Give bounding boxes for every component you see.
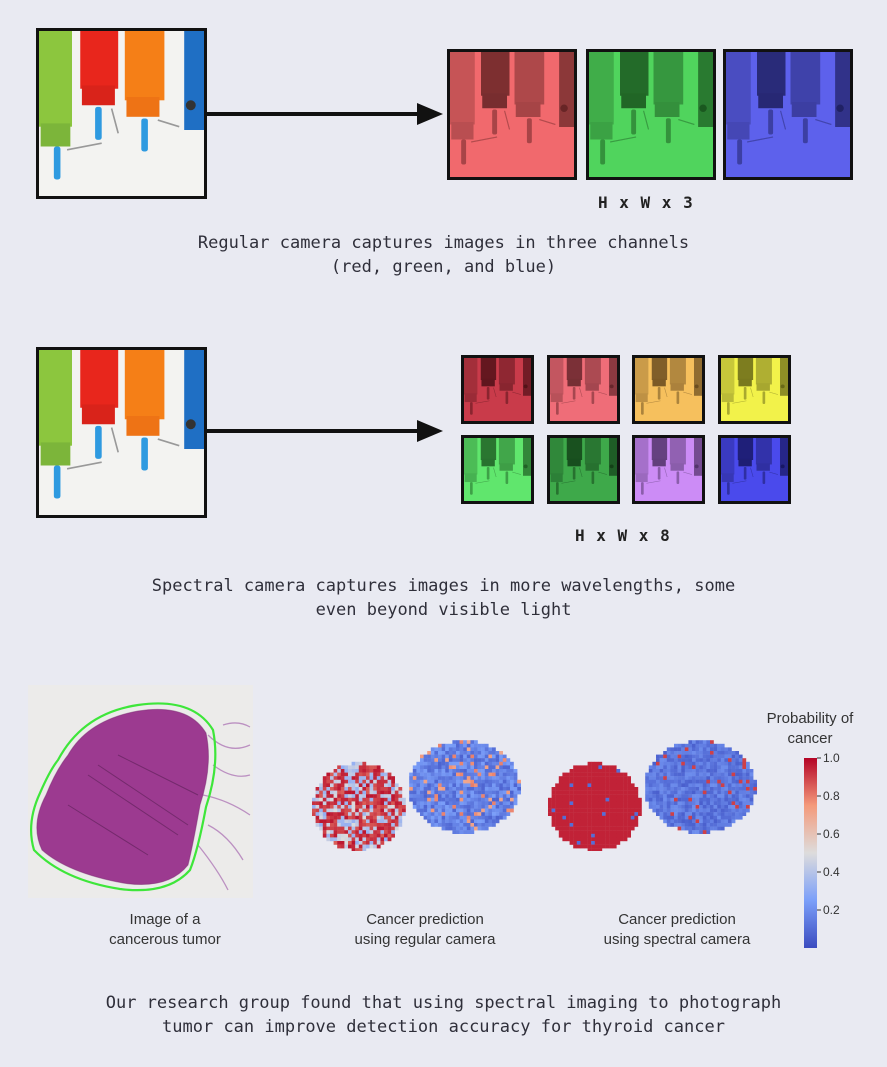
tumor-caption: Image of a cancerous tumor	[109, 911, 221, 948]
source-photo-2	[36, 347, 207, 518]
colorbar-tick-label: 0.4	[823, 865, 840, 879]
source-photo-1	[36, 28, 207, 199]
spectral-prediction-map	[548, 740, 757, 851]
colorbar-tick-label: 0.2	[823, 903, 840, 917]
spectral-channel-4	[718, 355, 791, 424]
spectral-channel-5	[461, 435, 534, 504]
spectral-channel-3	[632, 355, 705, 424]
colorbar-gradient	[804, 758, 817, 948]
probability-colorbar: 1.0 0.8 0.6 0.4 0.2	[804, 752, 840, 948]
footer-caption: Our research group found that using spec…	[105, 993, 782, 1037]
arrow-2	[205, 420, 443, 442]
colorbar-title: Probability of cancer	[766, 710, 854, 747]
rgb-channel-green	[586, 49, 716, 180]
spectral-prediction-caption: Cancer prediction using spectral camera	[603, 911, 751, 948]
spectral-channel-2	[547, 355, 620, 424]
spectral-channel-6	[547, 435, 620, 504]
spectral-dimension-label: H x W x 8	[575, 526, 671, 545]
regular-prediction-map	[312, 740, 521, 851]
colorbar-tick-label: 1.0	[823, 752, 840, 765]
colorbar-tick-label: 0.6	[823, 827, 840, 841]
rgb-channel-red	[447, 49, 577, 180]
spectral-channel-7	[632, 435, 705, 504]
colorbar-tick-label: 0.8	[823, 789, 840, 803]
spectral-channel-8	[718, 435, 791, 504]
spectral-camera-caption: Spectral camera captures images in more …	[151, 576, 736, 620]
rgb-dimension-label: H x W x 3	[598, 193, 694, 212]
tumor-image	[28, 685, 253, 898]
spectral-channel-1	[461, 355, 534, 424]
rgb-channel-blue	[723, 49, 853, 180]
regular-camera-caption: Regular camera captures images in three …	[197, 233, 690, 277]
arrow-1	[205, 103, 443, 125]
regular-prediction-caption: Cancer prediction using regular camera	[354, 911, 496, 948]
